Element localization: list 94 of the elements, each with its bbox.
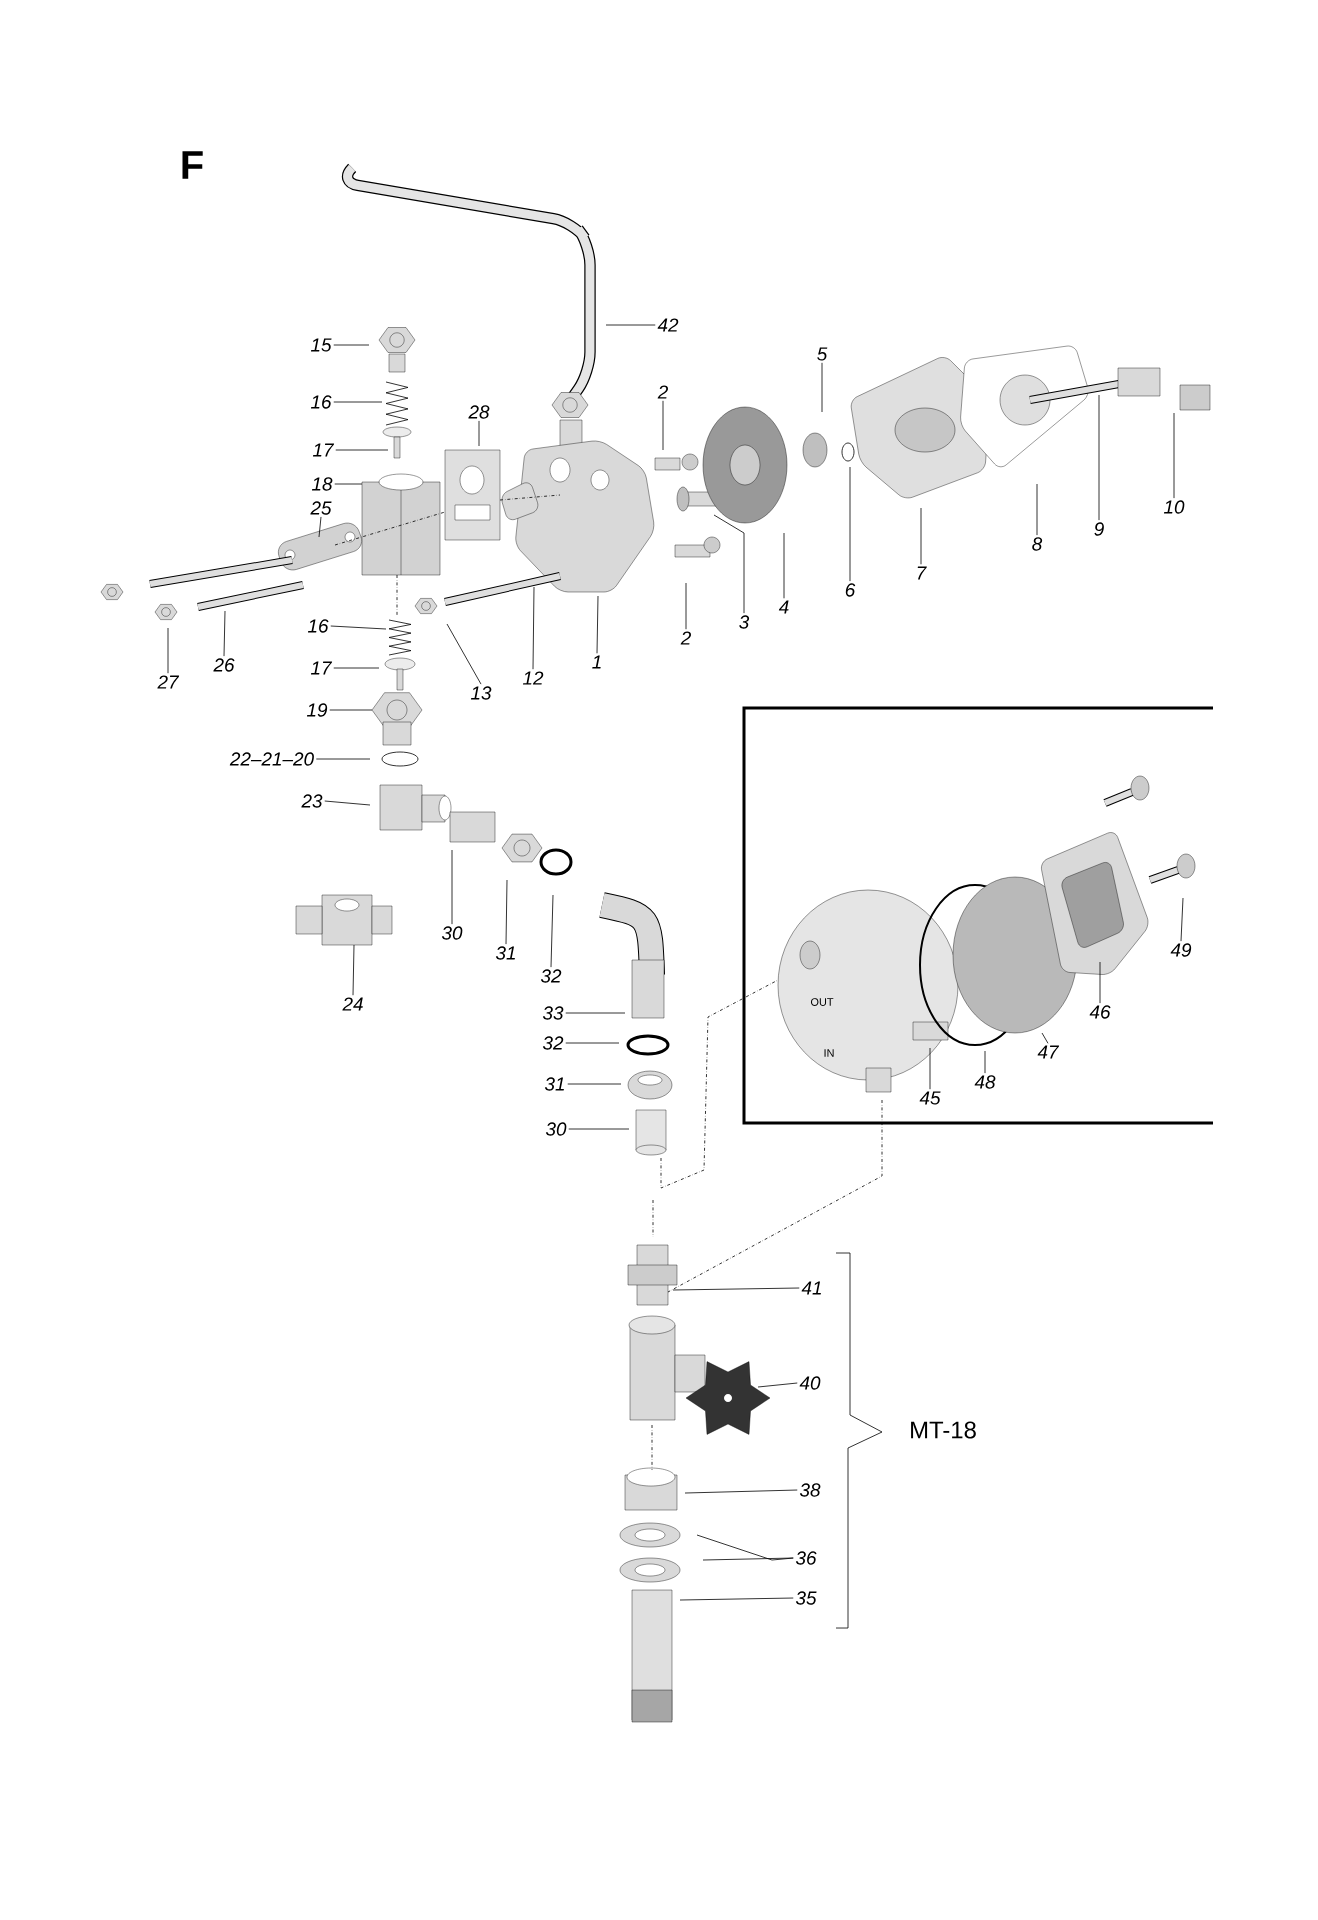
callout-number: 31: [495, 946, 515, 960]
callout-number: 16: [310, 395, 332, 409]
leader-line: [167, 627, 169, 674]
callout-number: 42: [657, 318, 679, 332]
callout-number: 25: [310, 501, 332, 515]
leader-line: [451, 849, 453, 925]
leader-line: [1173, 412, 1175, 499]
callout-number: 23: [301, 794, 323, 808]
leader-line: [330, 625, 387, 630]
group-label: MT-18: [911, 1421, 976, 1439]
leader-line: [505, 879, 508, 945]
callout-number: 40: [799, 1376, 821, 1390]
callout-number: 30: [441, 926, 463, 940]
callout-number: 22–21–20: [229, 752, 314, 766]
callout-number: 36: [795, 1551, 817, 1565]
callout-number: 6: [845, 583, 856, 597]
callout-number: 35: [795, 1591, 817, 1605]
callout-number: 19: [306, 703, 328, 717]
callout-number: 2: [657, 385, 668, 399]
leader-line: [684, 1489, 798, 1494]
leader-line: [713, 514, 745, 614]
leader-line: [1098, 394, 1100, 521]
callout-number: 32: [540, 969, 562, 983]
leader-line: [333, 667, 380, 669]
leader-line: [333, 401, 383, 403]
leader-line: [849, 466, 851, 582]
leader-line: [333, 344, 370, 346]
callout-number: 38: [799, 1483, 821, 1497]
callout-number: 15: [310, 338, 332, 352]
leader-line: [662, 400, 664, 451]
callout-number: 3: [739, 615, 750, 629]
callout-number: 48: [974, 1075, 996, 1089]
leader-line: [1180, 897, 1184, 942]
leader-line: [324, 800, 371, 806]
leader-line: [478, 420, 480, 447]
leader-line: [446, 623, 482, 685]
callout-number: 5: [817, 347, 828, 361]
leader-line: [334, 483, 363, 485]
callout-number: 13: [470, 686, 492, 700]
leader-line: [757, 1382, 798, 1388]
callout-number: 18: [311, 477, 333, 491]
callout-number: 49: [1170, 943, 1192, 957]
leader-line: [565, 1012, 626, 1014]
leader-line: [821, 362, 823, 413]
leader-line: [1099, 961, 1101, 1004]
callout-number: 47: [1037, 1045, 1060, 1059]
callout-number: 46: [1089, 1005, 1111, 1019]
callout-number: 31: [544, 1077, 564, 1091]
leader-line: [679, 1597, 794, 1601]
callout-number: 41: [801, 1281, 821, 1295]
callout-number: 24: [342, 997, 363, 1011]
callout-number: 8: [1032, 537, 1043, 551]
callout-number: 9: [1094, 522, 1104, 536]
leader-line: [335, 449, 389, 451]
leader-line: [565, 1042, 620, 1044]
leader-line: [318, 516, 322, 538]
callout-number: 32: [542, 1036, 564, 1050]
callout-number: 17: [312, 443, 335, 457]
leader-line: [315, 758, 371, 760]
leader-line: [568, 1128, 630, 1130]
callout-number: 45: [919, 1091, 941, 1105]
leader-line: [685, 582, 687, 630]
callout-number: 16: [307, 619, 329, 633]
leader-line: [672, 1287, 800, 1291]
callout-number: 26: [213, 658, 235, 672]
callout-number: 2: [680, 631, 691, 645]
leader-line: [783, 532, 785, 599]
callout-number: 33: [542, 1006, 564, 1020]
embossed-text: IN: [824, 1049, 834, 1057]
leader-line: [550, 894, 554, 968]
leader-line: [702, 1557, 794, 1561]
part-letter: F: [182, 151, 203, 179]
leader-line: [1041, 1032, 1049, 1044]
callout-number: 27: [157, 675, 180, 689]
leader-line: [532, 586, 535, 670]
leader-line: [929, 1047, 931, 1090]
leader-line: [596, 595, 599, 654]
leader-line: [920, 507, 922, 565]
callout-number: 17: [310, 661, 333, 675]
leader-line: [329, 709, 373, 711]
embossed-text: OUT: [810, 998, 834, 1006]
leader-line: [567, 1083, 622, 1085]
callout-number: 12: [522, 671, 544, 685]
callout-number: 1: [592, 655, 601, 669]
callout-number: 10: [1163, 500, 1185, 514]
callout-number: 30: [545, 1122, 567, 1136]
leader-line: [352, 944, 355, 996]
callout-number: 4: [778, 600, 789, 614]
leader-line: [223, 610, 226, 657]
callout-number: 28: [468, 405, 490, 419]
callout-number: 7: [917, 566, 927, 580]
leader-line: [605, 324, 656, 326]
leader-line: [984, 1050, 986, 1074]
leader-line: [1036, 483, 1038, 536]
